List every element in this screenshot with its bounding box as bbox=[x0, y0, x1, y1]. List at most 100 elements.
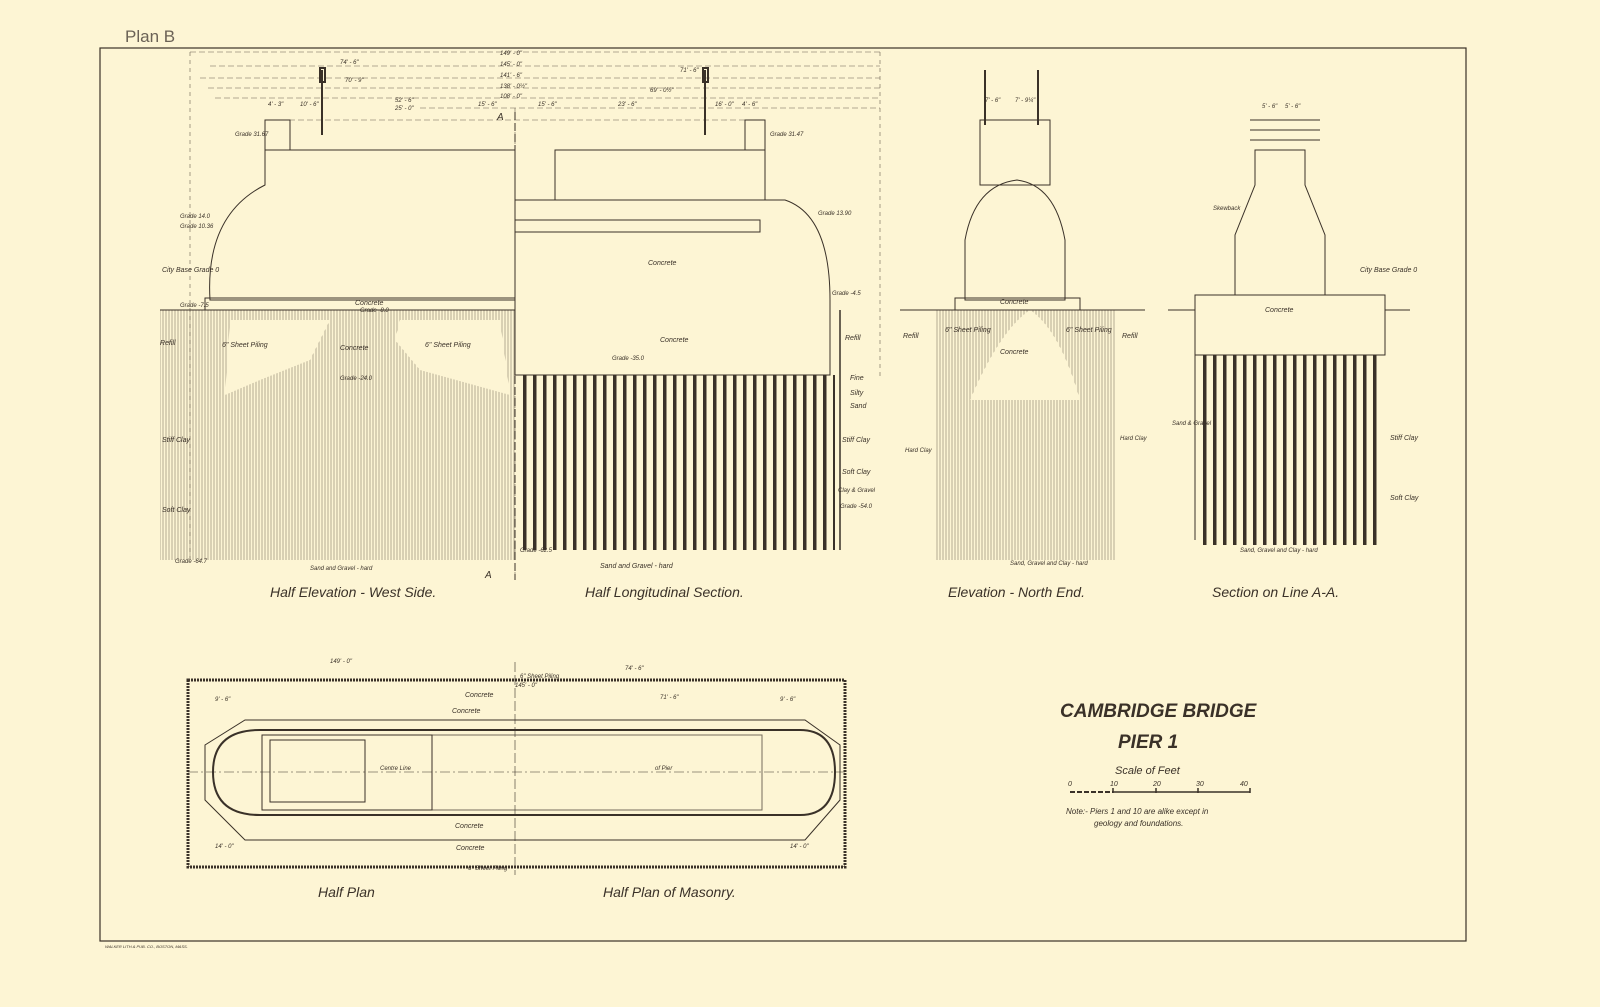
dimension-label: 9' - 6" bbox=[215, 697, 231, 703]
dimension-label: 74' - 6" bbox=[625, 666, 644, 672]
material-label: Concrete bbox=[456, 845, 485, 852]
material-label: Silty bbox=[850, 390, 864, 397]
material-label: Concrete bbox=[455, 823, 484, 830]
sheet-label: Plan B bbox=[125, 27, 175, 46]
grade-label: Grade -64.7 bbox=[175, 559, 208, 565]
dimension-label: 145' - 0" bbox=[515, 683, 538, 689]
material-label: Fine bbox=[850, 375, 864, 382]
dimension-label: 15' - 6" bbox=[538, 102, 557, 108]
elevation-north-end bbox=[900, 70, 1145, 560]
material-label: Sand & Gravel bbox=[1172, 421, 1212, 427]
material-label: Refill bbox=[903, 333, 919, 340]
material-label: City Base Grade 0 bbox=[1360, 267, 1417, 274]
view-caption: Half Elevation - West Side. bbox=[270, 584, 436, 600]
material-label: 6" Sheet Piling bbox=[222, 342, 268, 349]
material-label: 6" Sheet Piling bbox=[520, 674, 560, 680]
dimension-label: 108' - 0" bbox=[500, 94, 523, 100]
material-label: Sand bbox=[850, 403, 867, 410]
material-label: 6" Sheet Piling bbox=[425, 342, 471, 349]
material-label: Stiff Clay bbox=[1390, 435, 1419, 442]
dimension-label: 4' - 3" bbox=[268, 102, 284, 108]
dimension-label: 52' - 6" bbox=[395, 98, 414, 104]
title-block: CAMBRIDGE BRIDGE PIER 1 Scale of Feet 0 … bbox=[1060, 701, 1258, 828]
view-caption: Section on Line A-A. bbox=[1212, 584, 1339, 600]
dimension-label: 25' - 0" bbox=[394, 106, 414, 112]
material-label: Concrete bbox=[355, 300, 384, 307]
drawing-subtitle: PIER 1 bbox=[1118, 732, 1178, 753]
dimension-label: 14' - 0" bbox=[790, 844, 809, 850]
half-elevation-west-side bbox=[160, 67, 516, 580]
material-label: Concrete bbox=[660, 337, 689, 344]
material-label: Concrete bbox=[465, 692, 494, 699]
view-caption: Half Plan of Masonry. bbox=[603, 884, 736, 900]
grade-label: Grade -24.0 bbox=[340, 376, 373, 382]
note-line: geology and foundations. bbox=[1094, 819, 1183, 828]
material-label: Sand, Gravel and Clay - hard bbox=[1240, 548, 1318, 554]
dimension-label: 71' - 6" bbox=[660, 695, 679, 701]
grade-label: Grade 31.47 bbox=[770, 132, 804, 138]
section-mark: A bbox=[484, 570, 492, 581]
dimension-label: 15' - 6" bbox=[478, 102, 497, 108]
grade-label: Grade 13.90 bbox=[818, 211, 852, 217]
view-caption: Half Longitudinal Section. bbox=[585, 584, 744, 600]
grade-label: Grade 14.0 bbox=[180, 214, 211, 220]
section-on-line-a-a bbox=[1168, 119, 1410, 545]
material-label: Concrete bbox=[340, 345, 369, 352]
material-label: Concrete bbox=[1265, 307, 1294, 314]
material-label: Refill bbox=[160, 340, 176, 347]
scale-tick: 40 bbox=[1240, 781, 1248, 788]
printer-imprint: WALKER LITH.& PUB. CO., BOSTON, MASS. bbox=[105, 944, 188, 949]
material-label: Centre Line bbox=[380, 766, 412, 772]
scale-tick: 20 bbox=[1152, 781, 1161, 788]
half-longitudinal-section bbox=[514, 67, 841, 550]
grade-label: Grade 10.36 bbox=[180, 224, 214, 230]
dimension-label: 71' - 6" bbox=[680, 68, 699, 74]
material-label: Concrete bbox=[452, 708, 481, 715]
scale-ticks: 0 10 20 30 40 bbox=[1068, 781, 1248, 788]
note-line: Note:- Piers 1 and 10 are alike except i… bbox=[1066, 807, 1209, 816]
grade-label: Grade -4.5 bbox=[832, 291, 861, 297]
material-label: Soft Clay bbox=[842, 469, 871, 476]
material-label: Stiff Clay bbox=[162, 437, 191, 444]
material-label: Refill bbox=[1122, 333, 1138, 340]
grade-label: Grade 31.67 bbox=[235, 132, 269, 138]
material-label: Hard Clay bbox=[1120, 436, 1148, 442]
dimension-label: 9' - 6" bbox=[780, 697, 796, 703]
grade-label: Grade -54.0 bbox=[840, 504, 873, 510]
sheet-border bbox=[99, 47, 1467, 942]
dimension-label: 145' - 0" bbox=[500, 62, 523, 68]
material-label: 6" Sheet Piling bbox=[945, 327, 991, 334]
material-label: of Pier bbox=[655, 766, 673, 772]
material-label: Soft Clay bbox=[1390, 495, 1419, 502]
material-label: Soft Clay bbox=[162, 507, 191, 514]
material-label: Concrete bbox=[1000, 349, 1029, 356]
dimension-label: 69' - 0½" bbox=[650, 87, 674, 94]
material-label: Stiff Clay bbox=[842, 437, 871, 444]
view-caption: Half Plan bbox=[318, 884, 375, 900]
dimension-label: 23' - 6" bbox=[617, 102, 637, 108]
material-label: Concrete bbox=[1000, 299, 1029, 306]
grade-label: Grade -35.0 bbox=[612, 356, 645, 362]
view-caption: Elevation - North End. bbox=[948, 584, 1085, 600]
dimension-label: 141' - 6" bbox=[500, 73, 523, 79]
material-label: Skewback bbox=[1213, 206, 1241, 212]
scale-tick: 30 bbox=[1196, 781, 1204, 788]
dimension-label: 4' - 6" bbox=[742, 102, 758, 108]
scale-tick: 0 bbox=[1068, 781, 1072, 788]
material-label: 6" Sheet Piling bbox=[1066, 327, 1112, 334]
material-label: Hard Clay bbox=[905, 448, 933, 454]
dimension-label: 14' - 0" bbox=[215, 844, 234, 850]
scale-tick: 10 bbox=[1110, 781, 1118, 788]
dimension-label: 149' - 0" bbox=[330, 659, 353, 665]
material-label: City Base Grade 0 bbox=[162, 267, 219, 274]
grade-label: Grade -7.5 bbox=[180, 303, 209, 309]
scale-label: Scale of Feet bbox=[1115, 765, 1181, 777]
material-label: Sand and Gravel - hard bbox=[600, 563, 674, 570]
section-mark: A bbox=[496, 112, 504, 123]
scale-bar bbox=[1112, 788, 1251, 793]
dimension-label: 149' - 0" bbox=[500, 51, 523, 57]
material-label: Sand and Gravel - hard bbox=[310, 566, 373, 572]
material-label: Concrete bbox=[648, 260, 677, 267]
dimension-label: 5' - 6" bbox=[1262, 104, 1278, 110]
material-label: Clay & Gravel bbox=[838, 488, 876, 494]
